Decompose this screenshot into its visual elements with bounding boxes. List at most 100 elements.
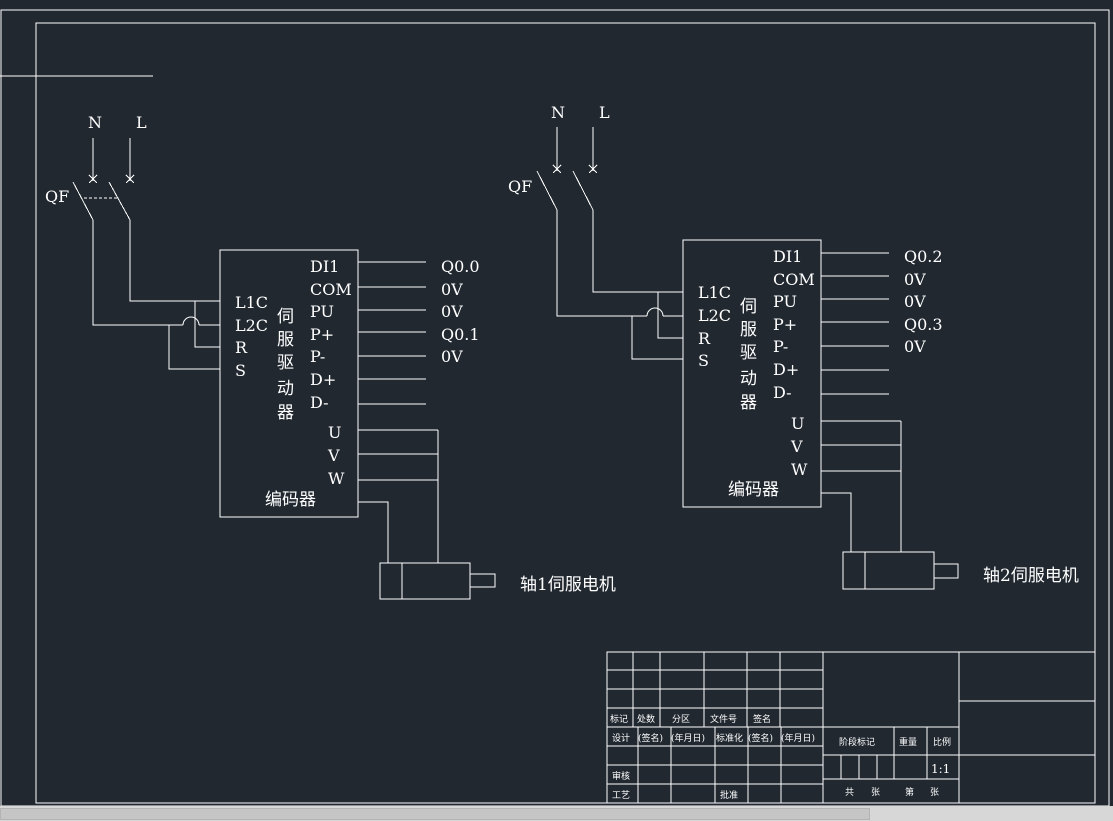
axis2-wire-l2c bbox=[556, 210, 647, 317]
axis2-l-contact-mark bbox=[588, 164, 598, 174]
axis2-sig-0v-b: 0V bbox=[904, 292, 926, 311]
axis2-qf-label: QF bbox=[508, 177, 532, 196]
tb-design-date: (年月日) bbox=[671, 732, 705, 744]
axis1-title-4: 动 bbox=[277, 379, 294, 399]
axis2-pin-dminus: D- bbox=[773, 383, 792, 402]
axis1-circuit: N L QF L1C L2C R S 伺 服 驱 动 器 DI1 COM PU … bbox=[45, 113, 616, 600]
axis1-l-blade bbox=[108, 181, 131, 221]
axis1-l-contact-mark bbox=[125, 174, 135, 184]
tb-process: 工艺 bbox=[612, 790, 630, 801]
axis1-pin-r: R bbox=[235, 338, 248, 357]
axis1-pin-v: V bbox=[327, 446, 340, 465]
axis2-pin-u: U bbox=[791, 414, 804, 433]
axis2-motor-body bbox=[842, 551, 935, 590]
axis1-pin-pu: PU bbox=[310, 302, 334, 321]
axis1-pin-dplus: D+ bbox=[310, 370, 336, 389]
axis1-sig-q01: Q0.1 bbox=[441, 325, 480, 344]
axis2-n-label: N bbox=[551, 103, 565, 122]
axis2-n-contact-mark bbox=[552, 164, 562, 174]
axis2-circuit: N L QF L1C L2C R S 伺 服 驱 动 器 DI1 COM PU … bbox=[508, 103, 1079, 590]
axis2-pin-v: V bbox=[790, 437, 803, 456]
axis2-n-blade bbox=[536, 170, 558, 211]
axis1-sig-q00: Q0.0 bbox=[441, 257, 480, 276]
axis1-crossover bbox=[182, 316, 200, 326]
axis1-encoder-label: 编码器 bbox=[265, 490, 316, 510]
tb-review: 审核 bbox=[612, 770, 630, 782]
axis1-pin-s: S bbox=[235, 361, 246, 380]
axis2-pin-pu: PU bbox=[773, 292, 797, 311]
axis2-pin-pminus: P- bbox=[773, 337, 788, 356]
axis2-title-3: 驱 bbox=[740, 343, 757, 363]
tb-standard-date: (年月日) bbox=[781, 732, 815, 744]
axis2-bridge-r bbox=[657, 292, 683, 339]
axis2-sig-0v-a: 0V bbox=[904, 270, 926, 289]
axis1-n-blade bbox=[72, 181, 94, 221]
axis1-encoder-wire bbox=[358, 501, 389, 563]
axis1-pin-pplus: P+ bbox=[310, 325, 334, 344]
axis1-n-contact-mark bbox=[88, 174, 98, 184]
axis1-pin-dminus: D- bbox=[310, 393, 329, 412]
inner-border bbox=[35, 22, 1096, 804]
tb-page: 第 bbox=[905, 786, 914, 798]
axis2-crossover bbox=[646, 307, 664, 317]
axis2-encoder-label: 编码器 bbox=[728, 480, 779, 500]
axis1-wire-l1c bbox=[129, 220, 220, 302]
axis1-pin-l2c: L2C bbox=[235, 316, 268, 335]
axis2-pin-com: COM bbox=[773, 270, 815, 289]
tb-scale-value: 1:1 bbox=[931, 762, 950, 776]
axis1-sig-0v-a: 0V bbox=[441, 280, 463, 299]
tb-sheet2: 张 bbox=[930, 787, 939, 798]
tb-approve: 批准 bbox=[720, 789, 738, 801]
axis2-wire-l1c bbox=[592, 210, 683, 293]
axis2-sig-q03: Q0.3 bbox=[904, 315, 943, 334]
axis1-pin-com: COM bbox=[310, 280, 352, 299]
axis2-wire-s bbox=[631, 316, 683, 360]
axis1-title-5: 器 bbox=[277, 403, 294, 423]
axis2-pin-di1: DI1 bbox=[773, 247, 802, 266]
axis1-title-3: 驱 bbox=[277, 353, 294, 373]
horizontal-scrollbar[interactable] bbox=[0, 806, 1113, 821]
tb-count: 处数 bbox=[637, 713, 655, 725]
axis1-driver-box bbox=[219, 249, 359, 518]
axis2-pin-s: S bbox=[698, 351, 709, 370]
axis2-sig-0v-c: 0V bbox=[904, 337, 926, 356]
tb-file-no: 文件号 bbox=[710, 713, 737, 725]
axis2-sig-q02: Q0.2 bbox=[904, 247, 943, 266]
axis1-n-label: N bbox=[88, 113, 102, 132]
axis1-pin-di1: DI1 bbox=[310, 257, 339, 276]
tb-standard-sign: (签名) bbox=[748, 732, 773, 744]
axis2-title-2: 服 bbox=[740, 320, 757, 340]
tb-mark: 标记 bbox=[610, 713, 628, 725]
axis2-driver-box bbox=[682, 239, 822, 508]
horizontal-scrollbar-thumb[interactable] bbox=[0, 808, 870, 820]
tb-stage-mark: 阶段标记 bbox=[839, 736, 875, 748]
tb-standard: 标准化 bbox=[716, 732, 743, 744]
axis1-pin-l1c: L1C bbox=[235, 293, 268, 312]
axis2-pin-dplus: D+ bbox=[773, 360, 799, 379]
axis1-bridge-r bbox=[194, 301, 220, 348]
tb-zone: 分区 bbox=[672, 714, 690, 725]
axis1-motor-label: 轴1伺服电机 bbox=[520, 575, 616, 595]
axis1-sig-0v-c: 0V bbox=[441, 347, 463, 366]
axis2-title-5: 器 bbox=[740, 393, 757, 413]
axis1-title-1: 伺 bbox=[277, 307, 294, 327]
axis1-wire-l2c bbox=[92, 220, 183, 326]
tb-sheets: 张 bbox=[871, 787, 880, 798]
tb-design-sign: (签名) bbox=[638, 732, 663, 744]
axis1-motor-body bbox=[379, 562, 471, 600]
axis2-motor-shaft bbox=[933, 563, 959, 579]
axis2-encoder-wire bbox=[821, 492, 852, 552]
axis2-pin-pplus: P+ bbox=[773, 315, 797, 334]
tb-scale-label: 比例 bbox=[933, 736, 951, 748]
axis1-qf-label: QF bbox=[45, 187, 69, 206]
axis1-pin-u: U bbox=[328, 423, 341, 442]
axis1-sig-0v-b: 0V bbox=[441, 302, 463, 321]
axis2-pin-r: R bbox=[698, 329, 711, 348]
tb-weight: 重量 bbox=[899, 736, 917, 748]
tb-design: 设计 bbox=[612, 732, 630, 744]
axis1-wire-s bbox=[168, 325, 220, 370]
axis2-pin-l1c: L1C bbox=[698, 283, 731, 302]
tb-total: 共 bbox=[845, 787, 854, 798]
axis1-title-2: 服 bbox=[277, 330, 294, 350]
